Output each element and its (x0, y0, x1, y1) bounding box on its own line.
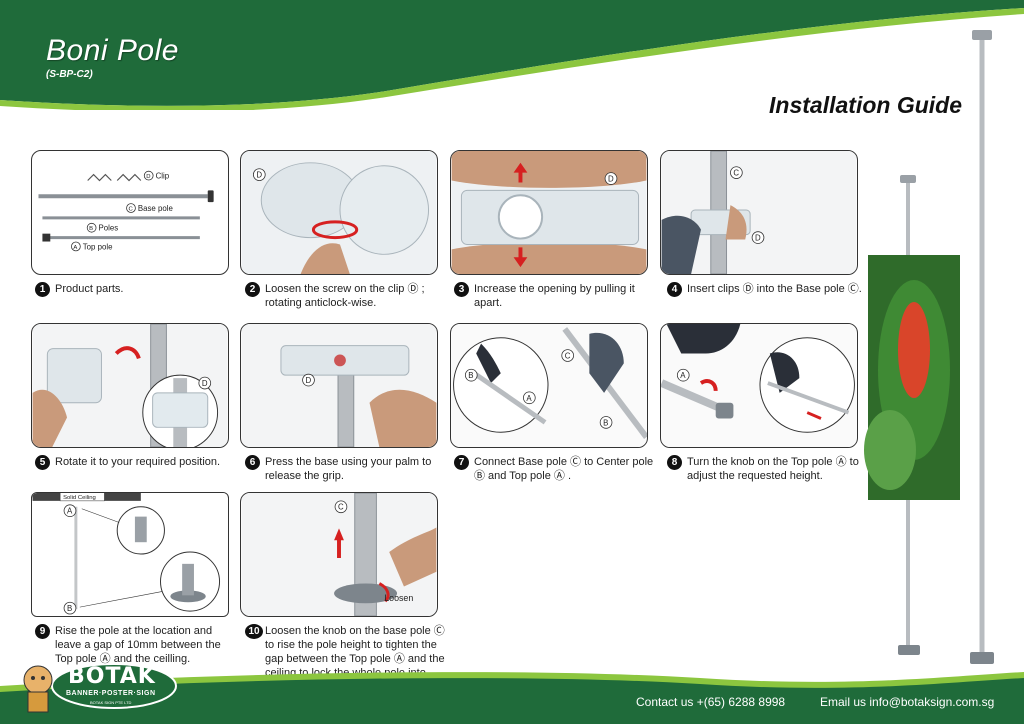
svg-text:D: D (755, 234, 761, 243)
step-6-caption: 6 Press the base using your palm to rele… (245, 455, 450, 483)
svg-text:D: D (608, 175, 614, 184)
clip-icons (87, 173, 142, 182)
step-4-caption: 4 Insert clips Ⓓ into the Base pole Ⓒ. (667, 282, 872, 297)
svg-text:D: D (306, 376, 312, 385)
step-6-image: D (240, 323, 438, 448)
page-title: Installation Guide (769, 92, 962, 118)
step-9-image: Solid Ceiling A B (31, 492, 229, 617)
contact-email: Email us info@botaksign.com.sg (820, 695, 995, 709)
step-2-caption: 2 Loosen the screw on the clip Ⓓ ; rotat… (245, 282, 450, 310)
svg-text:C: C (338, 503, 344, 512)
label-top-pole: Top pole (83, 242, 113, 251)
svg-text:D: D (256, 171, 262, 180)
step-3-caption: 3 Increase the opening by pulling it apa… (454, 282, 659, 310)
step-3-image: D (450, 150, 648, 275)
step-4-image: C D (660, 150, 858, 275)
loosen-label: Loosen (384, 593, 413, 603)
ceiling-label: Solid Ceiling (63, 495, 96, 501)
label-base-pole: Base pole (138, 204, 174, 213)
svg-text:C: C (565, 351, 571, 360)
svg-text:A: A (680, 371, 686, 380)
logo-tagline: BANNER·POSTER·SIGN (66, 690, 156, 697)
svg-text:D: D (202, 379, 208, 388)
step-7-caption: 7 Connect Base pole Ⓒ to Center pole Ⓑ a… (454, 455, 659, 483)
footer-band (0, 672, 1024, 724)
mark-b: B (89, 226, 93, 232)
mark-a: A (73, 245, 77, 251)
step-10-image: Loosen C (240, 492, 438, 617)
svg-text:B: B (67, 604, 72, 613)
header-band (0, 0, 1024, 110)
svg-text:C: C (733, 169, 739, 178)
step-8-image: A (660, 323, 858, 448)
step-1-caption: 1 Product parts. (35, 282, 240, 297)
logo-name: BOTAK (68, 664, 156, 689)
mark-c: C (129, 207, 134, 213)
svg-text:A: A (67, 507, 73, 516)
step-2-image: D (240, 150, 438, 275)
svg-text:A: A (526, 394, 532, 403)
step-8-caption: 8 Turn the knob on the Top pole Ⓐ to adj… (667, 455, 872, 483)
product-code: (S-BP-C2) (46, 69, 93, 80)
step-1-image: D Clip C Base pole B Poles A Top pole (31, 150, 229, 275)
step-9-caption: 9 Rise the pole at the location and leav… (35, 624, 235, 666)
mark-d: D (146, 174, 150, 180)
step-5-caption: 5 Rotate it to your required position. (35, 455, 240, 470)
svg-text:B: B (468, 371, 473, 380)
product-title: Boni Pole (46, 34, 179, 67)
svg-text:B: B (603, 418, 608, 427)
label-poles: Poles (99, 224, 119, 233)
contact-phone: Contact us +(65) 6288 8998 (636, 695, 786, 709)
label-clip: Clip (156, 172, 170, 181)
step-7-image: B A C B (450, 323, 648, 448)
step-5-image: D (31, 323, 229, 448)
botak-logo (23, 663, 177, 713)
product-photo (864, 30, 994, 664)
logo-company: BOTAK SIGN PTE LTD (90, 700, 132, 705)
